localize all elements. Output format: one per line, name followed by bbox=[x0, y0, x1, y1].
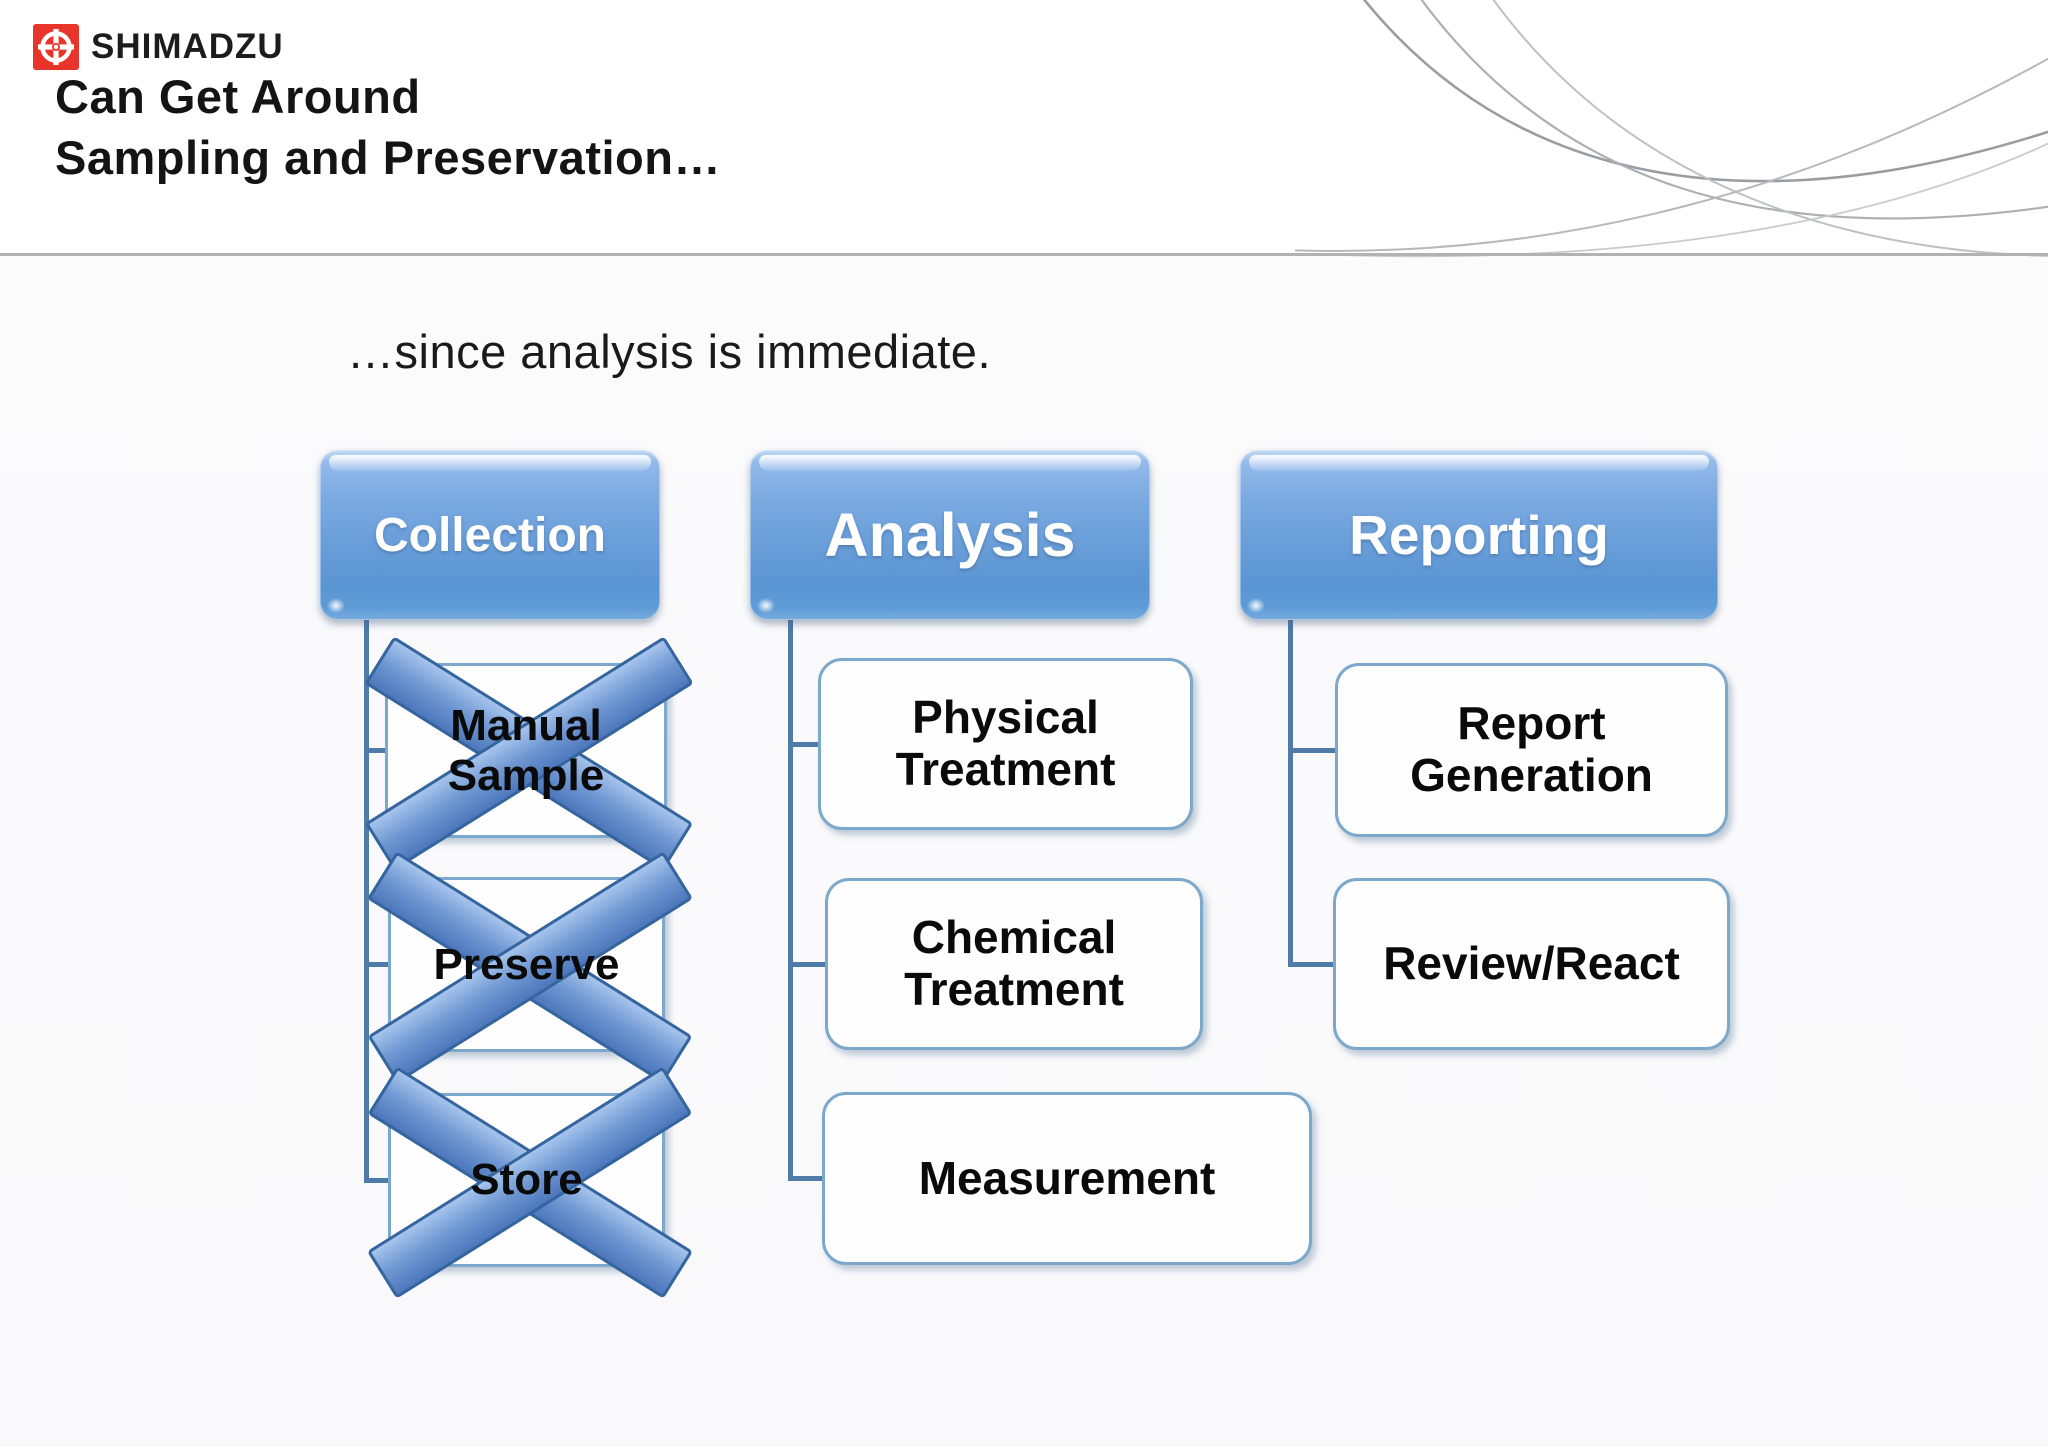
connector-collection-stub3 bbox=[364, 1178, 393, 1183]
header-box-analysis: Analysis bbox=[750, 450, 1150, 620]
step-box-manual-sample: Manual Sample bbox=[365, 637, 693, 869]
connector-collection-stub1 bbox=[364, 748, 390, 753]
shimadzu-logo: SHIMADZU bbox=[33, 24, 284, 70]
header-box-collection: Collection bbox=[320, 450, 660, 620]
step-box-store: Store bbox=[368, 1068, 692, 1298]
shimadzu-emblem-icon bbox=[33, 24, 79, 70]
slide-title-line1: Can Get Around bbox=[55, 70, 421, 123]
subtitle-text: …since analysis is immediate. bbox=[347, 325, 991, 378]
connector-analysis-stub2 bbox=[788, 962, 830, 967]
step-label: Chemical Treatment bbox=[904, 911, 1124, 1015]
step-box-chemical-treatment: Chemical Treatment bbox=[825, 878, 1203, 1050]
step-label: Report Generation bbox=[1410, 697, 1653, 801]
brand-name: SHIMADZU bbox=[91, 27, 284, 66]
step-box-physical-treatment: Physical Treatment bbox=[818, 658, 1193, 830]
header-label: Analysis bbox=[824, 501, 1076, 569]
header-label: Collection bbox=[373, 508, 606, 562]
header-label: Reporting bbox=[1349, 504, 1609, 566]
connector-analysis-trunk bbox=[788, 616, 793, 1180]
decorative-curves bbox=[1295, 0, 2048, 258]
step-box-review-react: Review/React bbox=[1333, 878, 1730, 1050]
step-label: Physical Treatment bbox=[895, 691, 1116, 795]
connector-collection-trunk bbox=[364, 616, 369, 1183]
slide-title-line2: Sampling and Preservation… bbox=[55, 131, 721, 184]
step-label: Manual Sample bbox=[447, 701, 605, 800]
header-divider bbox=[0, 253, 2048, 256]
step-label: Measurement bbox=[918, 1151, 1216, 1204]
step-label: Review/React bbox=[1383, 937, 1680, 990]
header-box-reporting: Reporting bbox=[1240, 450, 1718, 620]
connector-analysis-stub3 bbox=[788, 1176, 826, 1181]
step-box-preserve: Preserve bbox=[368, 852, 692, 1082]
step-label: Preserve bbox=[433, 939, 620, 989]
cross-x-icon bbox=[365, 637, 693, 869]
step-label: Store bbox=[470, 1155, 583, 1205]
step-box-report-generation: Report Generation bbox=[1335, 663, 1728, 837]
connector-analysis-stub1 bbox=[788, 742, 823, 747]
connector-reporting-stub1 bbox=[1288, 748, 1340, 753]
cross-x-icon bbox=[368, 1068, 692, 1298]
connector-collection-stub2 bbox=[364, 962, 393, 967]
connector-reporting-stub2 bbox=[1288, 962, 1338, 967]
connector-reporting-trunk bbox=[1288, 616, 1293, 967]
cross-x-icon bbox=[368, 852, 692, 1082]
slide-title: Can Get Around Sampling and Preservation… bbox=[55, 66, 721, 188]
step-box-measurement: Measurement bbox=[822, 1092, 1312, 1265]
